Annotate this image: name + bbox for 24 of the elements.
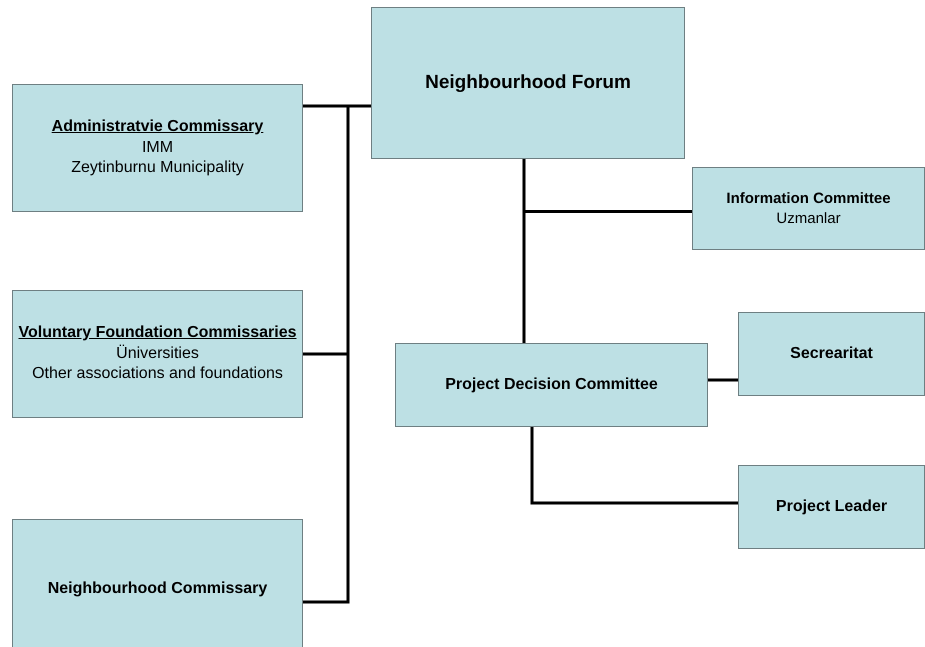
box-heading: Information Committee: [726, 189, 891, 208]
org-box: [738, 312, 925, 396]
box-heading: Project Leader: [776, 496, 888, 517]
org-box: [371, 7, 685, 159]
box-heading: Administratvie Commissary: [52, 116, 264, 137]
connector-line: [522, 159, 526, 343]
org-box: [12, 84, 303, 212]
org-box: [12, 519, 303, 647]
box-heading: Neighbourhood Forum: [425, 70, 631, 95]
org-box: [12, 290, 303, 418]
box-text: Üniversities: [116, 344, 199, 364]
connector-line: [530, 427, 738, 504]
org-box: [395, 343, 708, 427]
connector-line: [708, 378, 738, 382]
box-text: Other associations and foundations: [32, 364, 283, 384]
box-text: Uzmanlar: [776, 208, 841, 228]
box-text: Zeytinburnu Municipality: [71, 158, 244, 178]
org-box: [692, 167, 925, 250]
box-heading: Voluntary Foundation Commissaries: [18, 322, 296, 343]
org-box: [738, 465, 925, 549]
box-heading: Secrearitat: [790, 344, 873, 364]
box-text: IMM: [142, 138, 174, 158]
box-heading: Neighbourhood Commissary: [48, 578, 268, 599]
box-heading: Project Decision Committee: [445, 374, 658, 395]
